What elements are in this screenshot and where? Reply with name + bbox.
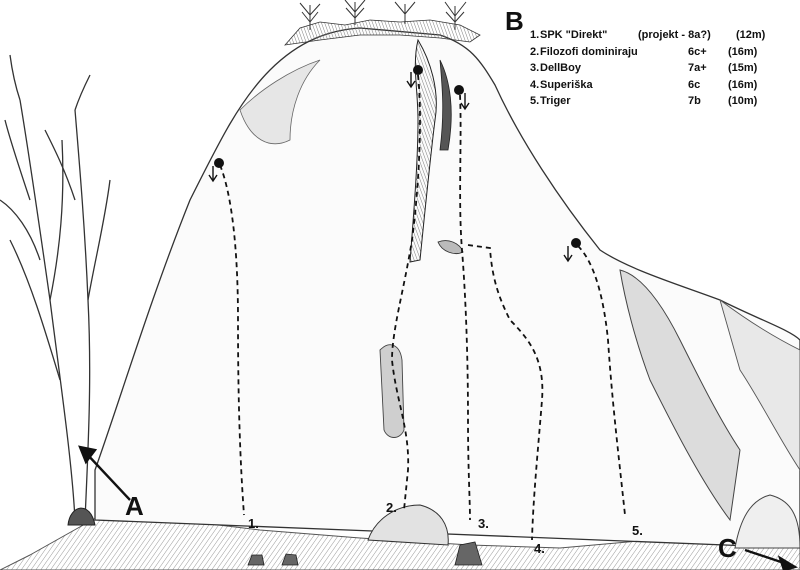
legend-route-name: DellBoy <box>540 60 581 77</box>
legend-row: 5. Triger 7b (10m) <box>530 93 795 110</box>
route-4-number: 4. <box>534 541 545 556</box>
left-pillar <box>380 345 404 438</box>
legend-route-name: Filozofi dominiraju <box>540 44 638 61</box>
legend-number: 3. <box>530 60 539 77</box>
legend-length: (16m) <box>728 77 757 94</box>
legend-length: (10m) <box>728 93 757 110</box>
legend-length: (15m) <box>728 60 757 77</box>
legend-route-name: SPK "Direkt" <box>540 27 607 44</box>
approach-label-c: C <box>718 533 737 563</box>
legend-number: 1. <box>530 27 539 44</box>
sector-letter: B <box>505 6 524 36</box>
route-legend: 1. SPK "Direkt" (projekt - 8a?) (12m) 2.… <box>530 27 795 110</box>
legend-number: 2. <box>530 44 539 61</box>
legend-route-name: Superiška <box>540 77 593 94</box>
legend-grade: 7b <box>688 93 701 110</box>
legend-number: 4. <box>530 77 539 94</box>
legend-row: 4. Superiška 6c (16m) <box>530 77 795 94</box>
legend-grade: 6c <box>688 77 700 94</box>
legend-row: 3. DellBoy 7a+ (15m) <box>530 60 795 77</box>
legend-length: (12m) <box>736 27 765 44</box>
legend-row: 2. Filozofi dominiraju 6c+ (16m) <box>530 44 795 61</box>
legend-number: 5. <box>530 93 539 110</box>
legend-route-name: Triger <box>540 93 571 110</box>
approach-label-a: A <box>125 491 144 521</box>
legend-grade: 6c+ <box>688 44 707 61</box>
route-2-number: 2. <box>386 500 397 515</box>
tree-base <box>68 508 95 525</box>
legend-length: (16m) <box>728 44 757 61</box>
route-1-number: 1. <box>248 516 259 531</box>
route-5-number: 5. <box>632 523 643 538</box>
legend-grade: 7a+ <box>688 60 707 77</box>
legend-row: 1. SPK "Direkt" (projekt - 8a?) (12m) <box>530 27 795 44</box>
route-3-number: 3. <box>478 516 489 531</box>
legend-grade: (projekt - 8a?) <box>638 27 711 44</box>
